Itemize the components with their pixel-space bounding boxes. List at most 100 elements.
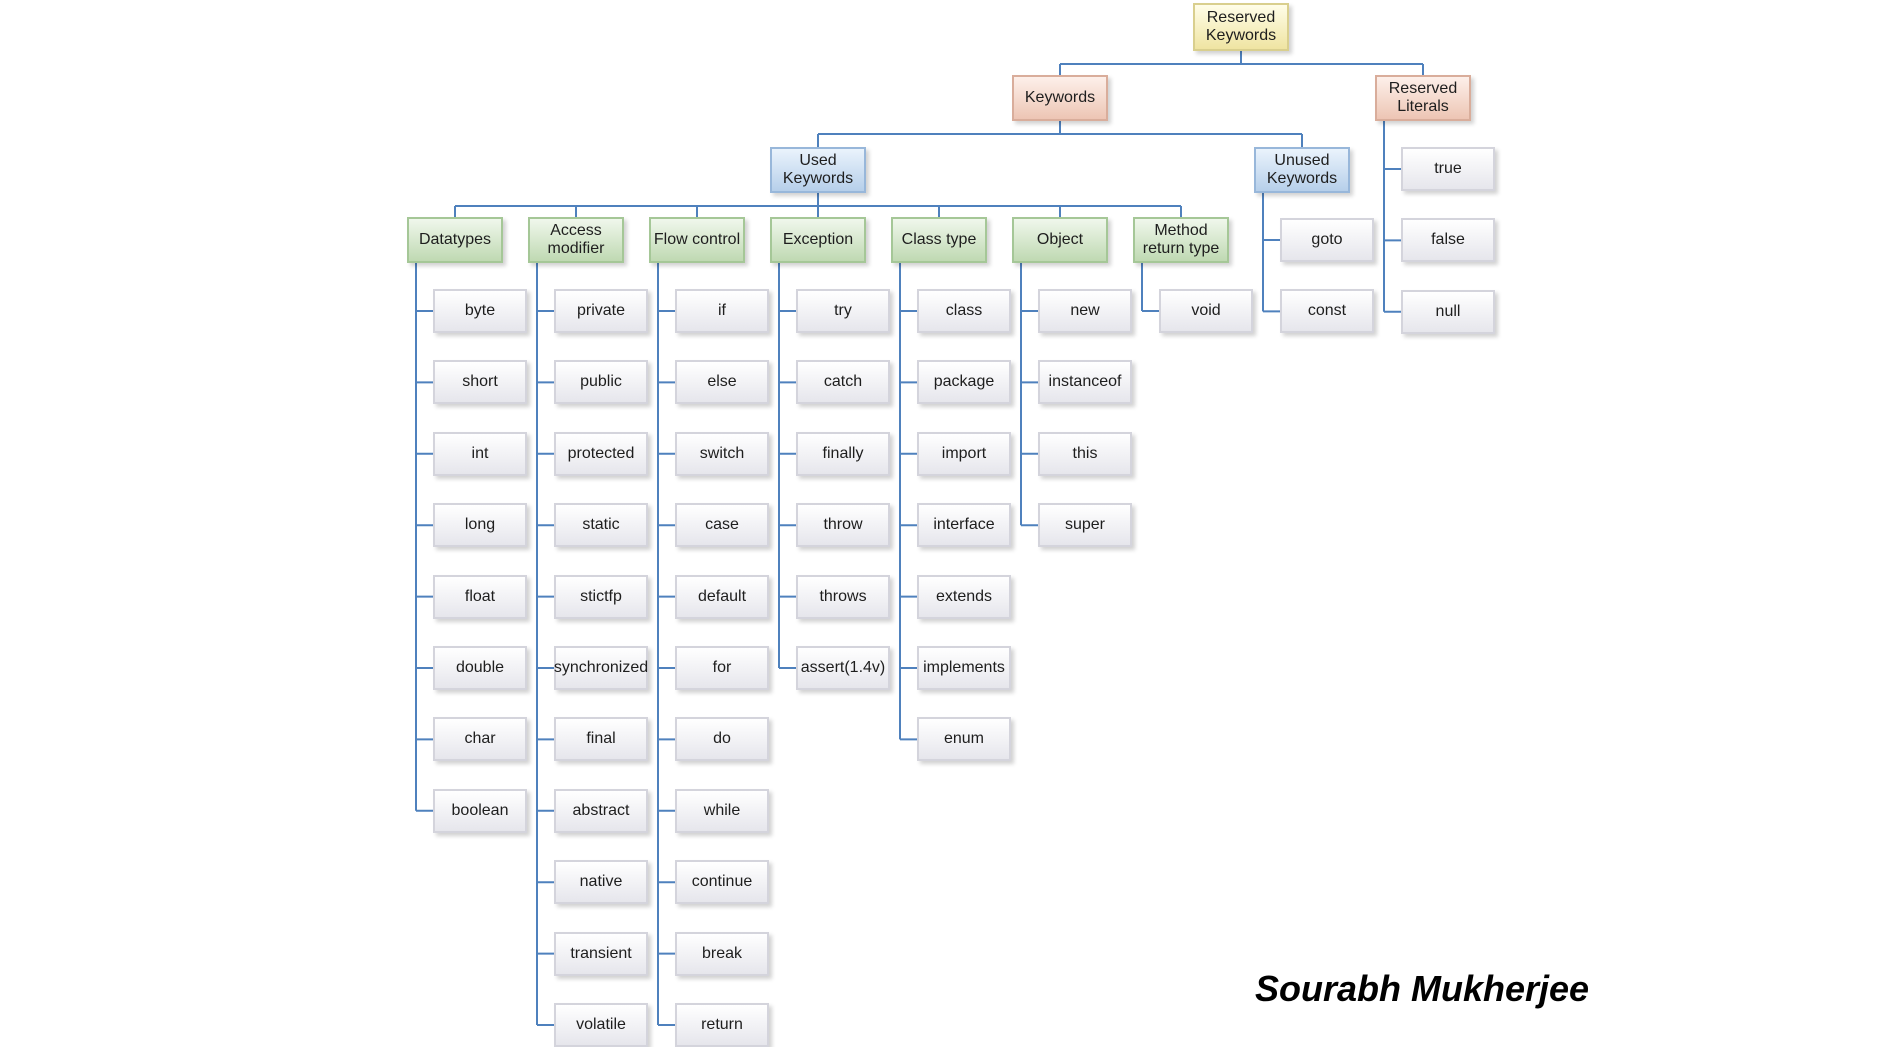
datatypes-item-short-label: short — [462, 373, 498, 391]
node-used-keywords: Used Keywords — [770, 147, 866, 193]
access-modifier-item-static-label: static — [582, 516, 620, 534]
category-access-modifier-label: Access modifier — [547, 222, 605, 257]
category-class-type-label: Class type — [901, 231, 977, 248]
class-type-item-implements: implements — [917, 646, 1011, 690]
class-type-item-import: import — [917, 431, 1011, 476]
access-modifier-item-protected-label: protected — [567, 444, 635, 462]
datatypes-item-float-label: float — [464, 587, 496, 605]
flow-control-item-switch: switch — [675, 431, 769, 476]
exception-item-finally-label: finally — [822, 444, 864, 462]
flow-control-item-continue-label: continue — [691, 873, 753, 891]
access-modifier-item-static: static — [554, 503, 648, 548]
method-return-type-item-void: void — [1159, 289, 1253, 333]
flow-control-item-do: do — [675, 717, 769, 762]
category-method-return-type: Method return type — [1133, 217, 1229, 263]
access-modifier-item-final: final — [554, 717, 648, 762]
flow-control-item-return-label: return — [701, 1016, 743, 1033]
class-type-item-enum-label: enum — [943, 730, 985, 748]
unused-item-const-label: const — [1307, 302, 1347, 320]
exception-item-try-label: try — [834, 302, 852, 319]
datatypes-item-double-label: double — [455, 659, 505, 676]
flow-control-item-return: return — [675, 1003, 769, 1047]
flow-control-item-default: default — [675, 574, 769, 619]
class-type-item-extends-label: extends — [935, 587, 993, 605]
flow-control-item-case-label: case — [705, 516, 739, 534]
access-modifier-item-volatile: volatile — [554, 1003, 648, 1047]
node-keywords-label: Keywords — [1024, 89, 1096, 106]
datatypes-item-int-label: int — [471, 444, 489, 462]
flow-control-item-do-label: do — [713, 730, 731, 748]
literal-item-false-label: false — [1431, 231, 1465, 249]
datatypes-item-boolean: boolean — [433, 788, 527, 833]
datatypes-item-char-label: char — [464, 730, 496, 748]
exception-item-assert-1-4v-label: assert(1.4v) — [800, 659, 886, 676]
access-modifier-item-public: public — [554, 360, 648, 405]
access-modifier-item-abstract: abstract — [554, 788, 648, 833]
unused-item-goto: goto — [1280, 218, 1374, 262]
literal-item-true: true — [1401, 147, 1495, 191]
unused-item-const: const — [1280, 289, 1374, 334]
access-modifier-item-protected: protected — [554, 431, 648, 476]
datatypes-item-int: int — [433, 431, 527, 476]
exception-item-catch: catch — [796, 360, 890, 405]
access-modifier-item-abstract-label: abstract — [572, 801, 630, 819]
literal-item-null: null — [1401, 289, 1495, 334]
category-flow-control-label: Flow control — [653, 231, 741, 248]
flow-control-item-continue: continue — [675, 860, 769, 905]
category-exception: Exception — [770, 217, 866, 263]
datatypes-item-byte-label: byte — [464, 302, 496, 319]
flow-control-item-else: else — [675, 360, 769, 405]
literal-item-false: false — [1401, 218, 1495, 263]
flow-control-item-for-label: for — [712, 659, 732, 676]
datatypes-item-long: long — [433, 503, 527, 548]
node-reserved-literals-label: Reserved Literals — [1388, 80, 1458, 115]
access-modifier-item-public-label: public — [580, 373, 622, 391]
category-class-type: Class type — [891, 217, 987, 263]
category-method-return-type-label: Method return type — [1142, 222, 1220, 257]
datatypes-item-boolean-label: boolean — [451, 801, 509, 819]
exception-item-throws: throws — [796, 574, 890, 619]
class-type-item-enum: enum — [917, 717, 1011, 762]
class-type-item-package: package — [917, 360, 1011, 405]
object-item-this-label: this — [1072, 444, 1098, 462]
class-type-item-import-label: import — [941, 444, 987, 462]
object-item-new: new — [1038, 289, 1132, 333]
access-modifier-item-native: native — [554, 860, 648, 905]
flow-control-item-break-label: break — [701, 944, 743, 962]
class-type-item-implements-label: implements — [923, 659, 1005, 676]
node-reserved-keywords: Reserved Keywords — [1193, 3, 1289, 51]
class-type-item-extends: extends — [917, 574, 1011, 619]
class-type-item-package-label: package — [933, 373, 995, 391]
access-modifier-item-transient: transient — [554, 931, 648, 976]
flow-control-item-switch-label: switch — [699, 444, 745, 462]
category-flow-control: Flow control — [649, 217, 745, 263]
literal-item-null-label: null — [1435, 302, 1461, 320]
category-datatypes: Datatypes — [407, 217, 503, 263]
access-modifier-item-stictfp: stictfp — [554, 574, 648, 619]
category-object-label: Object — [1036, 231, 1084, 248]
access-modifier-item-synchronized: synchronized — [554, 646, 648, 690]
exception-item-try: try — [796, 289, 890, 333]
unused-item-goto-label: goto — [1311, 231, 1343, 248]
datatypes-item-long-label: long — [464, 516, 496, 534]
category-exception-label: Exception — [782, 231, 854, 248]
access-modifier-item-synchronized-label: synchronized — [553, 659, 649, 676]
datatypes-item-short: short — [433, 360, 527, 405]
category-object: Object — [1012, 217, 1108, 263]
datatypes-item-char: char — [433, 717, 527, 762]
author-credit: Sourabh Mukherjee — [1255, 968, 1590, 1009]
access-modifier-item-native-label: native — [579, 873, 623, 891]
datatypes-item-float: float — [433, 574, 527, 619]
object-item-new-label: new — [1070, 302, 1100, 319]
class-type-item-interface-label: interface — [933, 516, 995, 534]
exception-item-catch-label: catch — [823, 373, 863, 391]
flow-control-item-default-label: default — [697, 587, 747, 605]
literal-item-true-label: true — [1434, 160, 1462, 177]
category-datatypes-label: Datatypes — [418, 231, 492, 248]
exception-item-throw: throw — [796, 503, 890, 548]
object-item-this: this — [1038, 431, 1132, 476]
access-modifier-item-final-label: final — [586, 730, 616, 748]
exception-item-throw-label: throw — [823, 516, 863, 534]
object-item-super: super — [1038, 503, 1132, 548]
